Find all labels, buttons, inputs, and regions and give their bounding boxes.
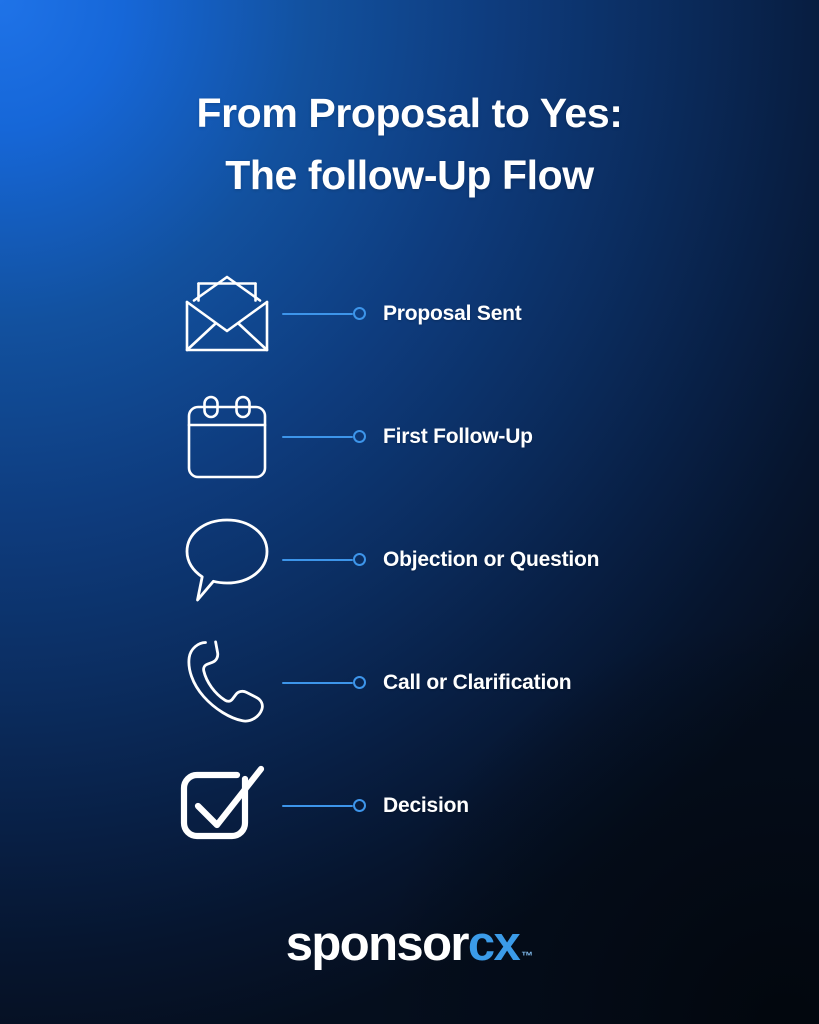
trademark-symbol: ™: [521, 949, 534, 963]
step-label: First Follow-Up: [383, 424, 533, 448]
connector-endpoint-dot: [353, 429, 366, 443]
list-item: First Follow-Up: [0, 375, 819, 498]
connector-line: [282, 552, 366, 567]
connector-endpoint-dot: [353, 552, 366, 566]
connector-endpoint-dot: [353, 675, 366, 689]
list-item: Proposal Sent: [0, 252, 819, 375]
step-label: Decision: [383, 793, 469, 817]
logo-text-cx: cx: [467, 917, 521, 971]
connector-line: [282, 798, 366, 813]
connector-line: [282, 306, 366, 321]
page-title: From Proposal to Yes: The follow-Up Flow: [0, 82, 819, 206]
list-item: Call or Clarification: [0, 621, 819, 744]
calendar-icon: [172, 387, 282, 487]
step-label: Proposal Sent: [383, 301, 522, 325]
list-item: Objection or Question: [0, 498, 819, 621]
open-envelope-icon: [172, 264, 282, 364]
connector-stroke: [282, 312, 353, 315]
checkbox-check-icon: [172, 756, 282, 856]
connector-stroke: [282, 435, 353, 438]
connector-line: [282, 429, 366, 444]
step-label: Objection or Question: [383, 547, 600, 571]
connector-stroke: [282, 558, 353, 561]
flow-step-list: Proposal Sent First Follow-Up: [0, 252, 819, 867]
step-label: Call or Clarification: [383, 670, 572, 694]
title-line-2: The follow-Up Flow: [225, 152, 594, 198]
title-line-1: From Proposal to Yes:: [196, 90, 623, 136]
speech-bubble-icon: [172, 510, 282, 610]
connector-line: [282, 675, 366, 690]
list-item: Decision: [0, 744, 819, 867]
logo-text-sponsor: sponsor: [285, 917, 470, 971]
phone-handset-icon: [172, 633, 282, 733]
connector-stroke: [282, 804, 353, 807]
connector-endpoint-dot: [353, 306, 366, 320]
connector-endpoint-dot: [353, 798, 366, 812]
connector-stroke: [282, 681, 353, 684]
